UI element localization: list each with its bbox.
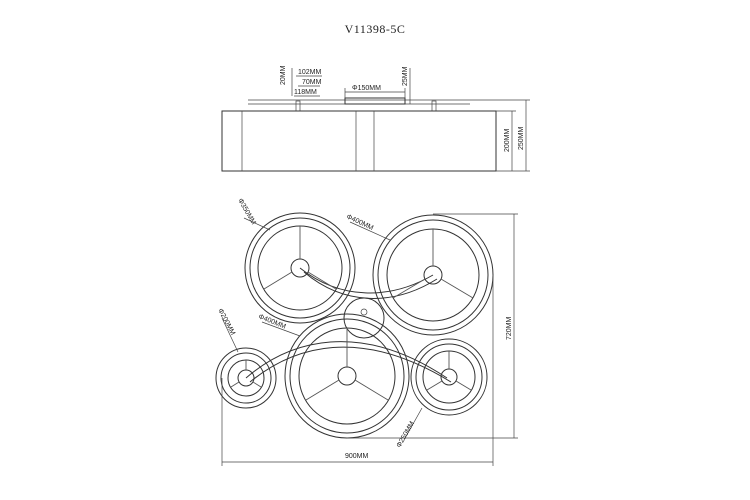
dim-200-label-top: Φ200MM [216, 308, 236, 337]
shade-250 [410, 338, 488, 416]
dim-400-top-label: Φ400MM [345, 213, 374, 232]
fitting-right [431, 100, 437, 112]
leader-400-mid [261, 321, 301, 337]
center-hub [343, 297, 385, 339]
arm-upper-inner [303, 271, 438, 299]
leader-350 [243, 217, 271, 231]
shade-200 [215, 347, 277, 409]
arm-upper [299, 267, 434, 294]
shade-body [221, 110, 497, 172]
arm-lower-inner [249, 346, 452, 383]
fitting-left [295, 100, 301, 112]
dim-400-mid-label: Φ400MM [257, 313, 287, 330]
dim-200-label: 200MM [504, 128, 511, 152]
dim-250-label-top: Φ250MM [396, 420, 417, 449]
center-canopy [344, 97, 406, 105]
dim-900-label: 900MM [345, 453, 369, 460]
dim-118-label: 118MM [294, 89, 317, 96]
dim-720-label: 720MM [506, 316, 513, 340]
dim-70-label: 70MM [302, 79, 322, 86]
dim-250-label: 250MM [518, 126, 525, 150]
dim-25-label: 25MM [402, 66, 409, 86]
dim-350-label: Φ350MM [236, 198, 257, 227]
dim-150-label: Φ150MM [352, 85, 381, 92]
top-view: Φ350MM Φ400MM Φ200MM Φ400MM Φ250MM 720MM… [215, 198, 518, 466]
dim-20-label: 20MM [280, 65, 287, 85]
side-view: 20MM 102MM 70MM 118MM Φ150MM 25MM 200MM … [221, 65, 530, 172]
center-hub-dot [360, 308, 368, 316]
leader-250 [403, 407, 423, 441]
leader-200 [221, 317, 239, 353]
shade-400-mid [284, 313, 410, 439]
shade-350 [244, 212, 356, 324]
drawing-title: V11398-5C [344, 22, 406, 36]
dim-102-label: 102MM [298, 69, 322, 76]
leader-400-top [349, 221, 391, 241]
